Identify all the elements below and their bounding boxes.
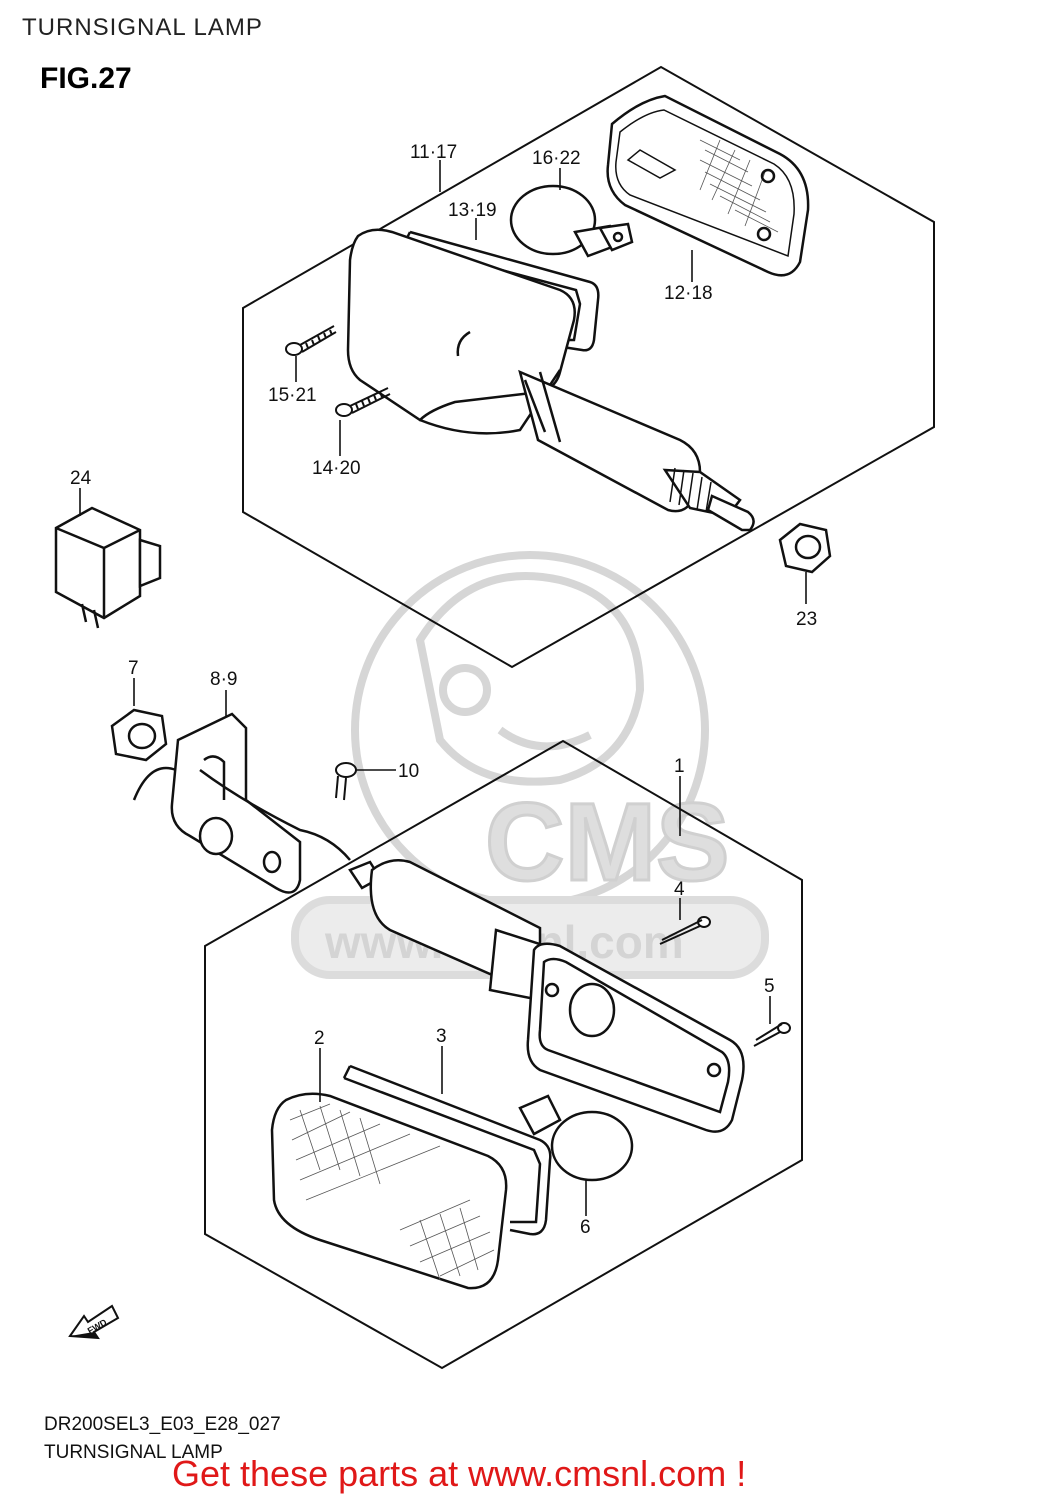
lower-lens xyxy=(270,1092,508,1290)
callout-2: 2 xyxy=(314,1028,325,1049)
watermark-brand: CMS xyxy=(485,781,729,904)
fwd-arrow-icon: FWD xyxy=(68,1304,120,1340)
upper-assembly-frame xyxy=(242,65,935,669)
callout-3: 3 xyxy=(436,1026,447,1047)
callout-5: 5 xyxy=(764,976,775,997)
callout-15-21: 15·21 xyxy=(268,385,317,406)
figure-label: FIG.27 xyxy=(40,62,132,95)
nut-7 xyxy=(110,708,168,762)
upper-lens xyxy=(606,94,810,277)
screw-upper-b xyxy=(335,387,391,417)
screw-4 xyxy=(659,916,711,945)
callout-13-19: 13·19 xyxy=(448,200,497,221)
callout-8-9: 8·9 xyxy=(210,669,237,690)
lower-gasket xyxy=(342,1064,552,1236)
screw-5 xyxy=(753,1022,791,1047)
callout-16-22: 16·22 xyxy=(532,148,581,169)
callout-6: 6 xyxy=(580,1217,591,1238)
page-title: TURNSIGNAL LAMP xyxy=(22,14,263,41)
upper-bulb xyxy=(509,184,634,258)
screw-10 xyxy=(335,762,357,801)
wire-harness xyxy=(132,766,351,861)
leader-lines xyxy=(79,160,807,1216)
callout-1: 1 xyxy=(674,756,685,777)
callout-7: 7 xyxy=(128,658,139,679)
callout-14-20: 14·20 xyxy=(312,458,361,479)
diagram-code: DR200SEL3_E03_E28_027 xyxy=(44,1414,281,1435)
watermark: CMS www.cmsnl.com xyxy=(291,551,769,979)
callout-10: 10 xyxy=(398,761,419,782)
cta-link[interactable]: Get these parts at www.cmsnl.com ! xyxy=(172,1453,747,1494)
callout-23: 23 xyxy=(796,609,817,630)
relay-24 xyxy=(54,506,162,629)
callout-11-17: 11·17 xyxy=(410,142,457,163)
callout-12-18: 12·18 xyxy=(664,283,713,304)
lower-housing xyxy=(348,859,745,1133)
footer-title: TURNSIGNAL LAMP xyxy=(44,1442,223,1463)
nut-23 xyxy=(778,522,832,574)
callout-24: 24 xyxy=(70,468,92,489)
lower-bulb xyxy=(518,1094,634,1182)
bracket-8-9 xyxy=(170,712,302,894)
callout-4: 4 xyxy=(674,879,685,900)
upper-housing xyxy=(346,228,755,532)
lower-assembly-frame xyxy=(204,739,803,1370)
screw-upper-a xyxy=(285,325,337,356)
